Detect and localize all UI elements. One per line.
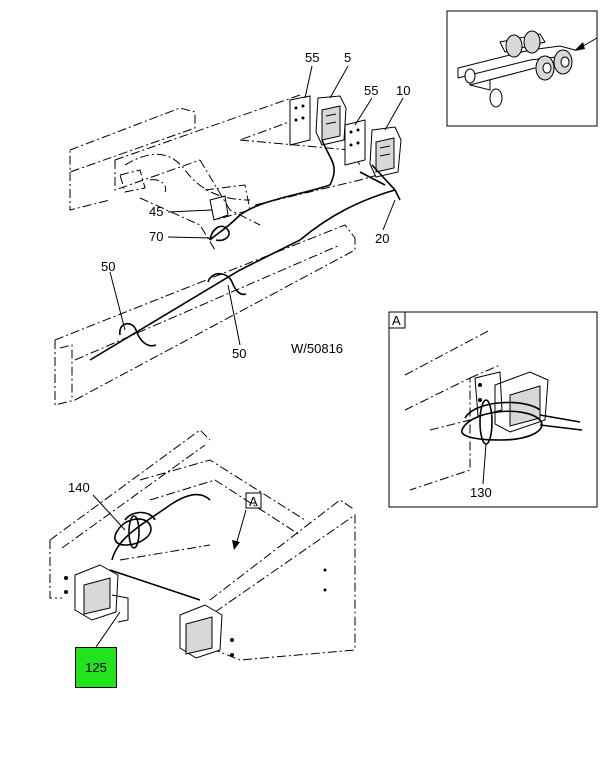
callout-10: 10 [396, 83, 410, 98]
lamp-10-assembly [344, 119, 402, 201]
callout-70: 70 [149, 229, 163, 244]
callout-55-right: 55 [364, 83, 378, 98]
wiring-harness [89, 184, 396, 361]
callout-125-highlight[interactable]: 125 [75, 647, 117, 688]
callout-45: 45 [149, 204, 163, 219]
lower-frame-assembly: A 140 [49, 429, 356, 661]
lamp-5-assembly [289, 95, 347, 186]
upper-callouts: 55 5 55 10 45 70 20 50 50 W/50816 [101, 50, 410, 361]
callout-130: 130 [470, 485, 492, 500]
upper-frame-assembly [54, 94, 396, 406]
upper-leaders [109, 65, 404, 346]
detail-view-a: A 130 [388, 311, 598, 508]
locator-inset [446, 10, 598, 127]
callout-140: 140 [68, 480, 90, 495]
callout-55-left: 55 [305, 50, 319, 65]
callout-50-right: 50 [232, 346, 246, 361]
callout-5: 5 [344, 50, 351, 65]
callout-20: 20 [375, 231, 389, 246]
callout-125: 125 [85, 660, 107, 675]
detail-view-letter: A [392, 313, 401, 328]
drawing-number: W/50816 [291, 341, 343, 356]
view-a-reference-letter: A [249, 494, 258, 509]
callout-50-left: 50 [101, 259, 115, 274]
